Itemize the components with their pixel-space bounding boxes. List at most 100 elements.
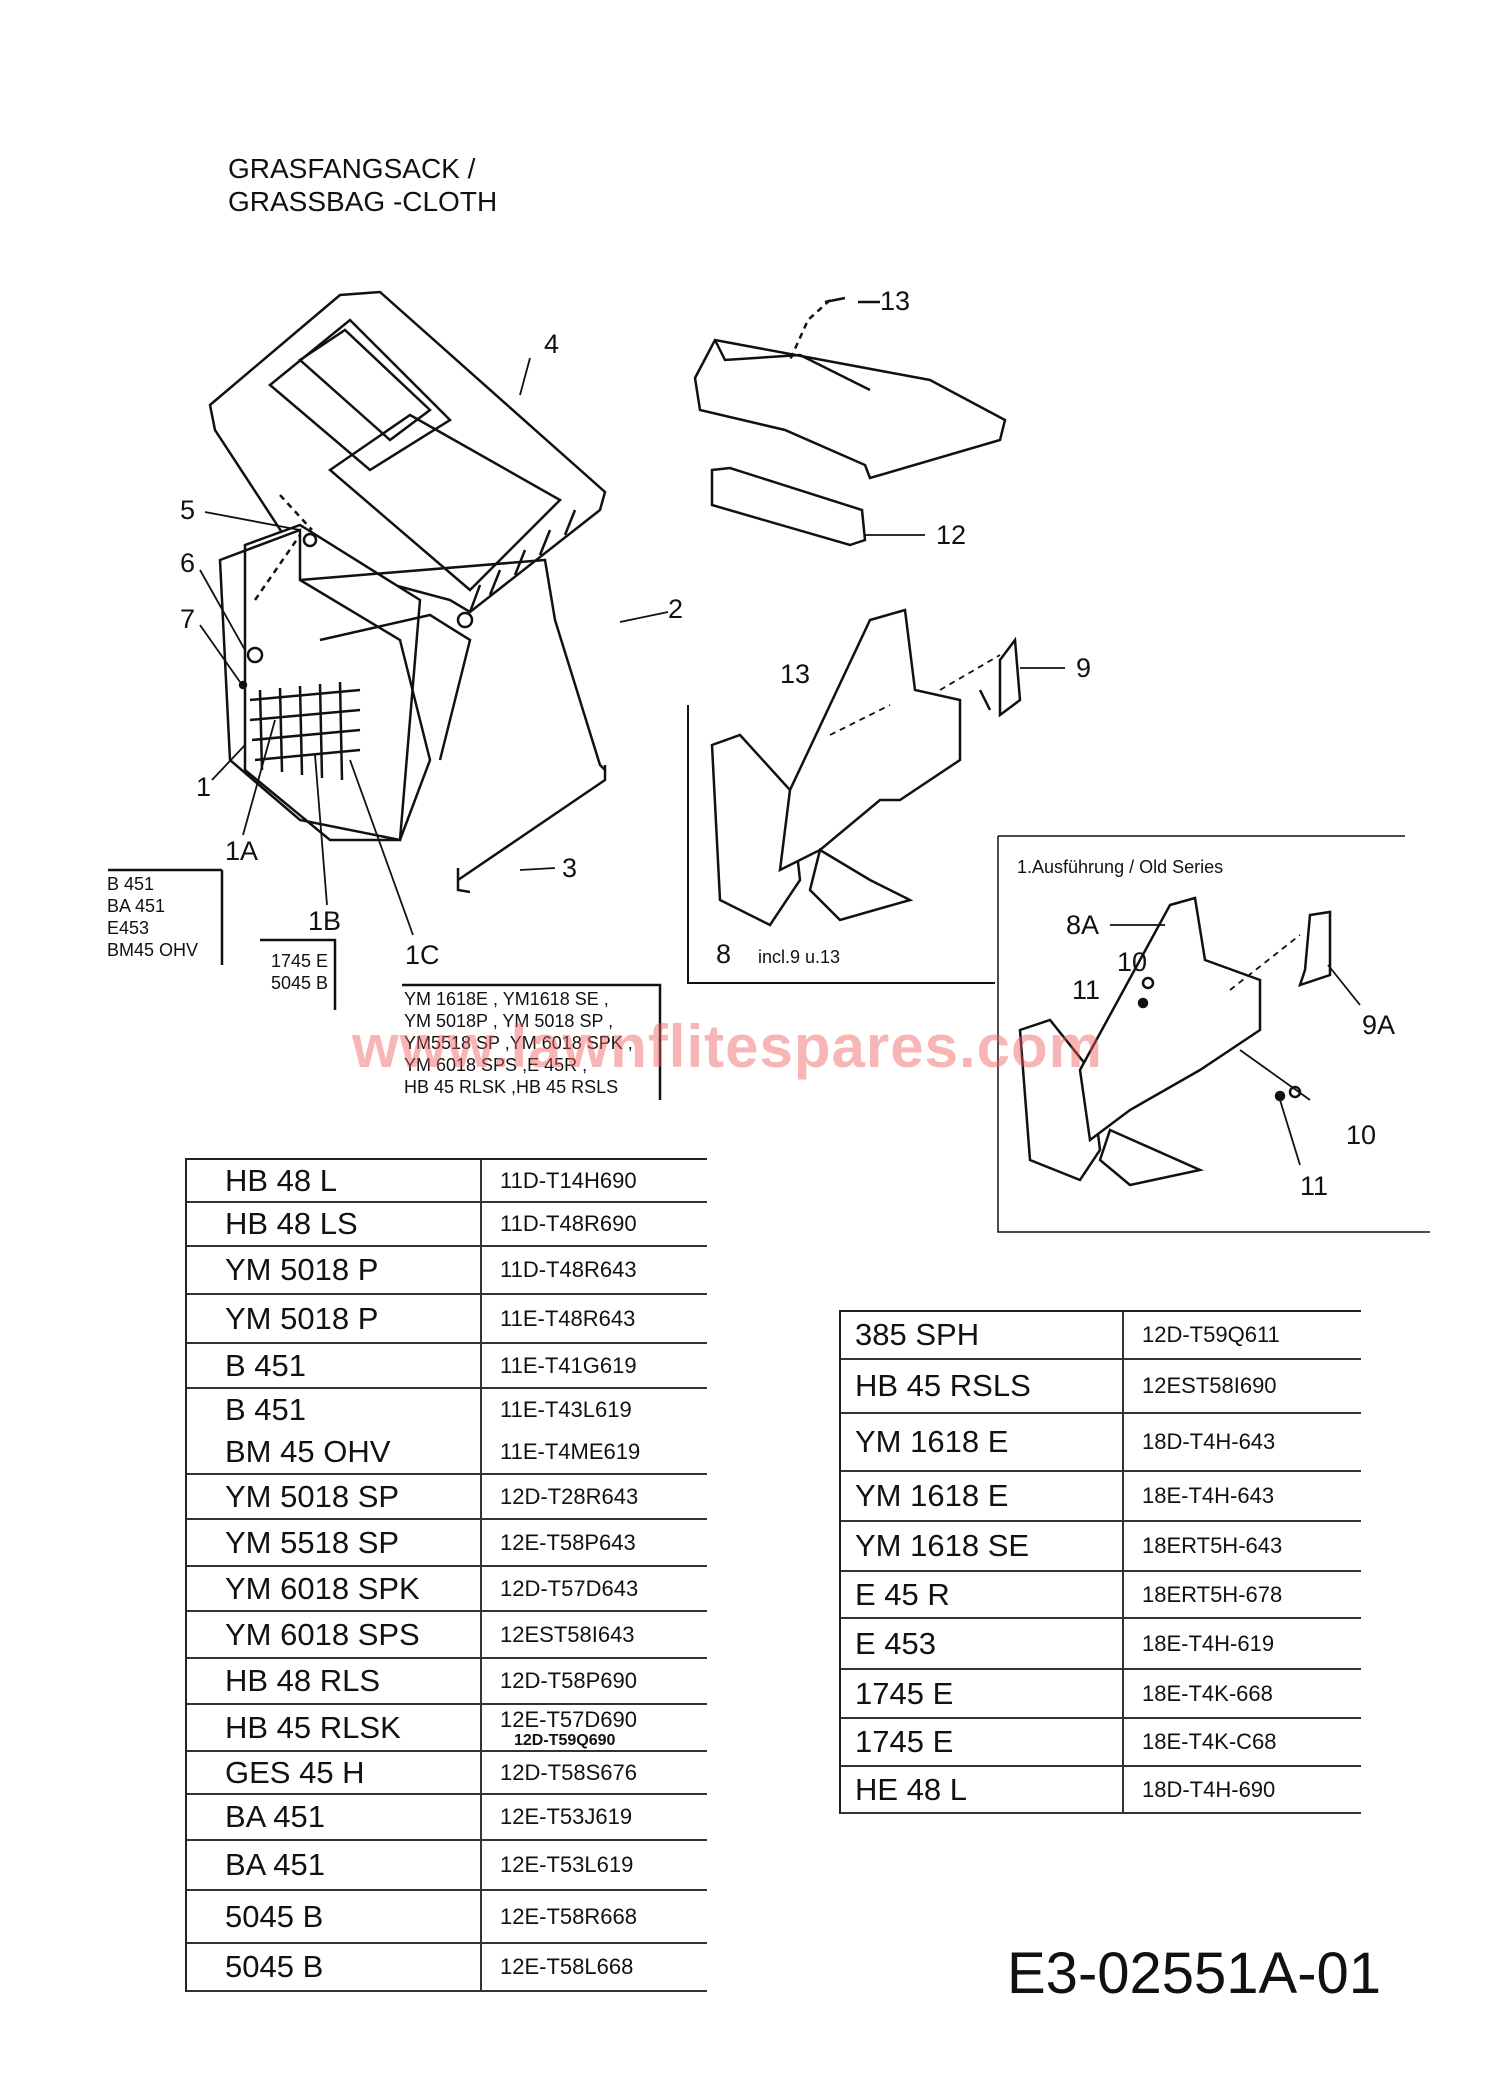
model-name: YM 1618 E <box>855 1424 1009 1459</box>
part-code: 12EST58I690 <box>1142 1373 1277 1398</box>
model-cell: YM 5018 SP <box>187 1475 482 1518</box>
table-row: YM 6018 SPK 12D-T57D643 <box>187 1567 707 1612</box>
part-code-cell: 11E-T48R643 <box>482 1295 635 1342</box>
diagram-title: GRASFANGSACK / GRASSBAG -CLOTH <box>228 152 497 218</box>
callout-6: 6 <box>180 548 196 578</box>
model-cell: YM 5018 P <box>187 1247 482 1293</box>
model-cell: BA 451 <box>187 1841 482 1889</box>
model-cell: E 45 R <box>841 1572 1124 1617</box>
variant-model: BA 451 <box>107 896 166 916</box>
variant-1c-models: YM 1618E , YM1618 SE , YM 5018P , YM 501… <box>404 988 633 1098</box>
table-row: HE 48 L 18D-T4H-690 <box>841 1767 1361 1814</box>
model-cell: HB 45 RLSK <box>187 1705 482 1750</box>
table-row: B 451 11E-T41G619 <box>187 1344 707 1389</box>
model-cell: YM 1618 E <box>841 1472 1124 1520</box>
title-english: GRASSBAG -CLOTH <box>228 186 498 217</box>
variant-model: BM45 OHV <box>107 940 199 960</box>
callout-13-top: 13 <box>880 286 911 316</box>
table-row: HB 45 RSLS 12EST58I690 <box>841 1360 1361 1414</box>
model-cell: YM 1618 SE <box>841 1522 1124 1570</box>
callout-10: 10 <box>1117 947 1148 977</box>
part-code-cell: 11D-T48R643 <box>482 1247 637 1293</box>
model-cell: GES 45 H <box>187 1752 482 1793</box>
model-cell: 1745 E <box>841 1670 1124 1717</box>
callout-1b: 1B <box>308 906 342 936</box>
callout-12: 12 <box>936 520 967 550</box>
part-code: 18D-T4H-643 <box>1142 1429 1276 1454</box>
callout-5: 5 <box>180 495 196 525</box>
model-name: 5045 B <box>225 1898 324 1934</box>
variant-model: YM 5018P , YM 5018 SP , <box>404 1011 614 1031</box>
variant-1a-models: B 451 BA 451 E453 BM45 OHV <box>107 873 198 961</box>
model-name: HE 48 L <box>855 1771 968 1807</box>
table-row: YM 1618 E 18D-T4H-643 <box>841 1414 1361 1472</box>
model-name: B 451 <box>225 1392 307 1427</box>
variant-model: B 451 <box>107 874 155 894</box>
part-code: 12D-T28R643 <box>500 1483 639 1509</box>
model-cell: 5045 B <box>187 1944 482 1990</box>
part-code-cell: 12EST58I643 <box>482 1612 635 1657</box>
variant-model: 1745 E <box>270 951 328 971</box>
part-code-cell: 18E-T4H-619 <box>1124 1619 1274 1668</box>
callout-4: 4 <box>544 329 560 359</box>
part-code: 11E-T48R643 <box>500 1305 636 1331</box>
model-name: 1745 E <box>855 1724 954 1759</box>
callout-13: 13 <box>780 659 811 689</box>
model-cell: HB 45 RSLS <box>841 1360 1124 1412</box>
part-code: 12EST58I643 <box>500 1621 635 1647</box>
part-code: 11D-T48R643 <box>500 1257 637 1282</box>
fasteners-5-6-7 <box>238 494 318 690</box>
part-code: 11E-T41G619 <box>500 1352 637 1378</box>
table-row: YM 5018 P 11E-T48R643 <box>187 1295 707 1344</box>
part-code: 12E-T53L619 <box>500 1852 634 1877</box>
model-cell: YM 6018 SPS <box>187 1612 482 1657</box>
variant-model: YM 6018 SPS ,E 45R , <box>404 1055 588 1075</box>
table-row: BA 451 12E-T53L619 <box>187 1841 707 1891</box>
part-code: 11E-T43L619 <box>500 1397 632 1422</box>
model-name: HB 48 RLS <box>225 1663 381 1698</box>
model-name: E 45 R <box>855 1576 950 1612</box>
model-cell: 385 SPH <box>841 1312 1124 1358</box>
table-row: HB 48 L 11D-T14H690 <box>187 1160 707 1203</box>
callout-9: 9 <box>1076 653 1092 683</box>
part-code-cell: 12E-T53J619 <box>482 1795 632 1839</box>
part-code: 18ERT5H-678 <box>1142 1581 1283 1607</box>
part-code: 12D-T57D643 <box>500 1575 639 1601</box>
variant-model: HB 45 RLSK ,HB 45 RSLS <box>404 1077 619 1097</box>
callout-8a: 8A <box>1066 910 1100 940</box>
part-code-cell: 12D-T59Q611 <box>1124 1312 1280 1358</box>
callout-11: 11 <box>1072 975 1101 1005</box>
model-name: B 451 <box>225 1347 307 1383</box>
model-name: HB 48 L <box>225 1162 338 1198</box>
model-name: YM 5018 P <box>225 1252 379 1287</box>
model-name: YM 1618 SE <box>855 1528 1030 1563</box>
variant-model: 5045 B <box>270 973 328 993</box>
callout-10-lower: 10 <box>1346 1120 1377 1150</box>
part-code-cell: 12E-T58L668 <box>482 1944 633 1990</box>
model-cell: 5045 B <box>187 1891 482 1942</box>
part-code-cell: 12E-T58P643 <box>482 1520 636 1565</box>
table-row: YM 5018 SP 12D-T28R643 <box>187 1475 707 1520</box>
callout-9a: 9A <box>1362 1010 1396 1040</box>
model-name: YM 1618 E <box>855 1478 1009 1513</box>
part-code: 11D-T48R690 <box>500 1211 637 1236</box>
table-row: YM 5518 SP 12E-T58P643 <box>187 1520 707 1567</box>
model-name: YM 5518 SP <box>225 1524 400 1560</box>
variant-model: E453 <box>107 918 150 938</box>
model-cell: YM 6018 SPK <box>187 1567 482 1610</box>
part-code-cell: 12D-T28R643 <box>482 1475 638 1518</box>
model-cell: YM 5018 P <box>187 1295 482 1342</box>
part-code-cell: 11D-T14H690 <box>482 1160 637 1201</box>
part-code-cell: 18D-T4H-690 <box>1124 1767 1275 1812</box>
bag-frame-part-2-3 <box>299 558 607 894</box>
